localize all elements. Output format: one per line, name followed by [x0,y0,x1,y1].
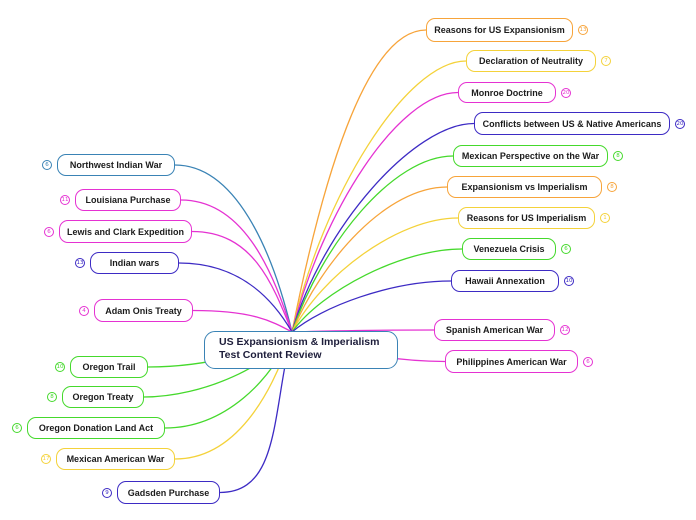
collapsed-count-badge[interactable]: 8 [613,151,623,161]
collapsed-count-badge[interactable]: 20 [561,87,571,98]
connector-reasons-for-us-expansionism [291,29,427,333]
topic-hawaii-annexation[interactable]: Hawaii Annexation [451,270,559,292]
topic-label: Oregon Donation Land Act [38,423,154,433]
collapsed-count-badge[interactable]: 6 [583,356,593,367]
connector-reasons-for-us-imperialism [291,217,459,333]
collapsed-count-badge[interactable]: 17 [41,454,51,464]
topic-declaration-of-neutrality[interactable]: Declaration of Neutrality [466,50,596,72]
topic-label: Declaration of Neutrality [478,56,584,66]
connector-indian-wars [178,262,293,333]
collapsed-count-badge[interactable]: 10 [55,362,65,372]
topic-label: Mexican American War [66,454,165,464]
connector-louisiana-purchase [180,199,293,333]
collapsed-count-badge[interactable]: 20 [675,118,685,129]
connector-venezuela-crisis [291,248,463,333]
topic-northwest-indian-war[interactable]: Northwest Indian War [57,154,175,176]
collapsed-count-badge[interactable]: 6 [561,244,571,254]
topic-label: Indian wars [109,258,160,268]
topic-label: Northwest Indian War [69,160,163,170]
topic-label: Spanish American War [445,325,544,335]
topic-spanish-american-war[interactable]: Spanish American War [434,319,555,341]
topic-philippines-american-war[interactable]: Philippines American War [445,350,578,373]
topic-louisiana-purchase[interactable]: Louisiana Purchase [75,189,181,211]
topic-indian-wars[interactable]: Indian wars [90,252,179,274]
topic-label: Oregon Treaty [72,392,134,402]
topic-label: Reasons for US Expansionism [434,25,565,35]
topic-conflicts-between-us-native-americans[interactable]: Conflicts between US & Native Americans [474,112,670,135]
collapsed-count-badge[interactable]: 12 [560,325,570,335]
central-topic-title-line-2: Test Content Review [219,349,322,361]
topic-gadsden-purchase[interactable]: Gadsden Purchase [117,481,220,504]
topic-label: Venezuela Crisis [473,244,545,254]
topic-label: Louisiana Purchase [85,195,171,205]
topic-oregon-treaty[interactable]: Oregon Treaty [62,386,144,408]
collapsed-count-badge[interactable]: 7 [601,56,611,66]
topic-label: Oregon Trail [82,362,136,372]
collapsed-count-badge[interactable]: 8 [47,392,57,402]
connector-mexican-perspective-on-the-war [291,155,454,333]
topic-oregon-donation-land-act[interactable]: Oregon Donation Land Act [27,417,165,439]
topic-label: Hawaii Annexation [465,276,545,286]
topic-monroe-doctrine[interactable]: Monroe Doctrine [458,82,556,103]
collapsed-count-badge[interactable]: 6 [12,423,22,433]
collapsed-count-badge[interactable]: 4 [79,305,89,316]
topic-mexican-perspective-on-the-war[interactable]: Mexican Perspective on the War [453,145,608,167]
topic-venezuela-crisis[interactable]: Venezuela Crisis [462,238,556,260]
topic-reasons-for-us-imperialism[interactable]: Reasons for US Imperialism [458,207,595,229]
collapsed-count-badge[interactable]: 1 [600,213,610,223]
connector-expansionism-vs-imperialism [291,186,448,333]
topic-adam-onis-treaty[interactable]: Adam Onis Treaty [94,299,193,322]
central-topic[interactable]: US Expansionism & Imperialism Test Conte… [204,331,398,369]
connector-declaration-of-neutrality [291,60,467,333]
topic-lewis-and-clark-expedition[interactable]: Lewis and Clark Expedition [59,220,192,243]
connector-adam-onis-treaty [192,309,293,333]
collapsed-count-badge[interactable]: 9 [102,487,112,498]
topic-label: Mexican Perspective on the War [461,151,600,161]
central-topic-title-line-1: US Expansionism & Imperialism [219,336,380,348]
topic-label: Lewis and Clark Expedition [66,226,185,237]
collapsed-count-badge[interactable]: 10 [564,276,574,286]
collapsed-count-badge[interactable]: 6 [44,226,54,237]
topic-label: Reasons for US Imperialism [466,213,587,223]
topic-label: Adam Onis Treaty [105,305,182,316]
topic-label: Conflicts between US & Native Americans [482,118,662,129]
topic-label: Expansionism vs Imperialism [461,182,588,192]
connector-conflicts-between-us-native-americans [291,122,475,333]
topic-label: Gadsden Purchase [127,487,210,498]
topic-expansionism-vs-imperialism[interactable]: Expansionism vs Imperialism [447,176,602,198]
connector-northwest-indian-war [174,164,293,333]
topic-reasons-for-us-expansionism[interactable]: Reasons for US Expansionism [426,18,573,42]
connector-hawaii-annexation [291,280,452,333]
topic-label: Monroe Doctrine [471,87,543,98]
topic-label: Philippines American War [456,356,567,367]
collapsed-count-badge[interactable]: 13 [578,25,588,35]
collapsed-count-badge[interactable]: 11 [60,195,70,205]
topic-oregon-trail[interactable]: Oregon Trail [70,356,148,378]
connector-lewis-and-clark-expedition [191,230,293,333]
collapsed-count-badge[interactable]: 6 [42,160,52,170]
connector-monroe-doctrine [291,91,459,333]
topic-mexican-american-war[interactable]: Mexican American War [56,448,175,470]
collapsed-count-badge[interactable]: 13 [75,258,85,268]
collapsed-count-badge[interactable]: 8 [607,182,617,192]
